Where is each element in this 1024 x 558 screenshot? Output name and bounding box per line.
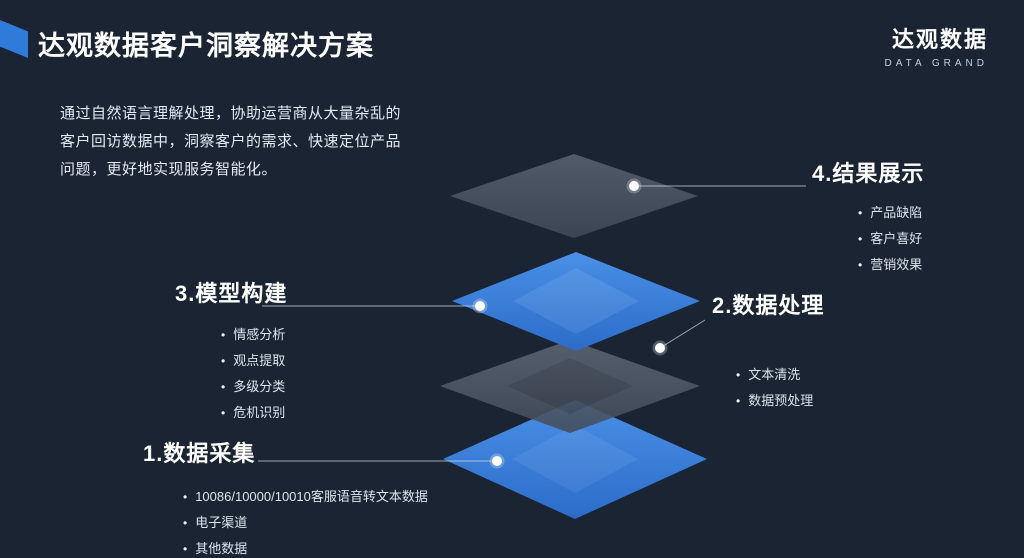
connector-line-step2 — [659, 319, 706, 349]
layer-diamond-4-gray — [450, 154, 698, 238]
step-1-label: 1.数据采集 — [143, 441, 256, 466]
step-4-result-display: 4.结果展示 产品缺陷 客户喜好 营销效果 — [812, 156, 924, 278]
layer-diamond-3-blue — [452, 252, 700, 351]
list-item: 多级分类 — [221, 374, 287, 400]
list-item: 10086/10000/10010客服语音转文本数据 — [183, 484, 428, 510]
step-4-items: 产品缺陷 客户喜好 营销效果 — [858, 200, 924, 278]
connector-dot-step4 — [626, 178, 642, 194]
layer-diamond-1-blue — [443, 400, 707, 519]
step-1-items: 10086/10000/10010客服语音转文本数据 电子渠道 其他数据 — [183, 484, 428, 558]
list-item: 电子渠道 — [183, 510, 428, 536]
step-4-label: 4.结果展示 — [812, 161, 925, 186]
list-item: 其他数据 — [183, 536, 428, 558]
intro-paragraph: 通过自然语言理解处理，协助运营商从大量杂乱的客户回访数据中，洞察客户的需求、快速… — [60, 105, 402, 178]
brand-logo: 达观数据 DATA GRAND — [884, 22, 988, 69]
list-item: 产品缺陷 — [858, 200, 924, 226]
connector-dot-step1 — [489, 453, 505, 469]
connector-dot-step2 — [652, 340, 668, 356]
list-item: 营销效果 — [858, 252, 924, 278]
brand-logo-name: 达观数据 — [891, 27, 988, 52]
connector-dot-step3 — [472, 298, 488, 314]
list-item: 观点提取 — [221, 348, 287, 374]
list-item: 数据预处理 — [736, 388, 824, 414]
brand-logo-subtitle: DATA GRAND — [884, 58, 988, 69]
list-item: 客户喜好 — [858, 226, 924, 252]
step-3-label: 3.模型构建 — [175, 281, 288, 306]
page-title: 达观数据客户洞察解决方案 — [38, 31, 374, 61]
layer-diamond-2-gray — [440, 340, 700, 433]
step-3-items: 情感分析 观点提取 多级分类 危机识别 — [221, 322, 287, 426]
step-2-data-processing: 2.数据处理 文本清洗 数据预处理 — [712, 288, 824, 414]
step-3-model-building: 3.模型构建 情感分析 观点提取 多级分类 危机识别 — [175, 276, 287, 426]
step-2-label: 2.数据处理 — [712, 293, 825, 318]
step-2-items: 文本清洗 数据预处理 — [736, 362, 824, 414]
layer-diamond-1-highlight — [512, 425, 638, 493]
list-item: 危机识别 — [221, 400, 287, 426]
layer-diamond-3-highlight — [513, 268, 639, 334]
list-item: 文本清洗 — [736, 362, 824, 388]
list-item: 情感分析 — [221, 322, 287, 348]
step-1-data-collection: 1.数据采集 10086/10000/10010客服语音转文本数据 电子渠道 其… — [143, 436, 428, 558]
layer-diamond-2-shade — [507, 358, 633, 414]
